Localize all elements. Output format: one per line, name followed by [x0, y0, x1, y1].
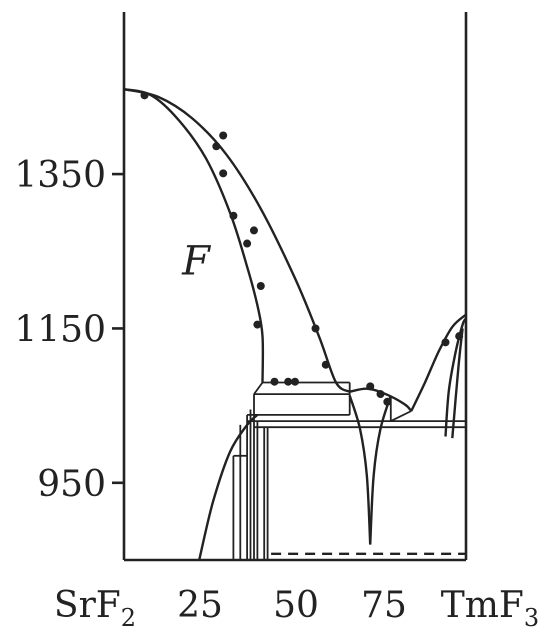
data-point: [455, 332, 464, 341]
series-curve-1: [123, 88, 351, 393]
x-tick-label: 50: [273, 585, 319, 626]
data-point: [253, 320, 262, 329]
data-point: [284, 377, 293, 386]
data-point: [366, 382, 375, 391]
y-tick-label: 1150: [14, 309, 106, 350]
phase-label-f: F: [181, 238, 211, 284]
data-point: [321, 360, 330, 369]
data-point: [311, 324, 320, 333]
series-curve-7: [369, 395, 392, 545]
data-point: [229, 211, 238, 220]
data-point: [212, 142, 221, 151]
series-line-15: [390, 410, 412, 422]
axes: [112, 12, 468, 562]
series-curve-0: [123, 88, 265, 383]
data-point: [256, 282, 265, 290]
data-point: [376, 390, 385, 399]
x-tick-label: 75: [361, 585, 407, 626]
x-tick-label: TmF3: [441, 585, 539, 632]
data-point: [243, 239, 252, 248]
data-point: [219, 131, 228, 140]
series-curve-6: [348, 395, 372, 545]
x-tick-label: SrF2: [54, 585, 136, 632]
data-point: [441, 338, 450, 347]
data-point: [249, 226, 258, 235]
series-curve-8: [198, 414, 259, 561]
data-point: [219, 169, 228, 178]
data-point: [383, 397, 392, 406]
data-point: [270, 377, 279, 386]
data-point: [291, 377, 299, 386]
series-curve-3: [410, 313, 467, 412]
data-point: [140, 91, 149, 100]
data-points: [140, 91, 464, 406]
series-line-11: [253, 381, 264, 395]
y-tick-label: 1350: [14, 155, 106, 196]
chart-series: [123, 88, 468, 561]
y-tick-label: 950: [37, 464, 106, 505]
series-curve-4: [444, 317, 468, 437]
x-tick-label: 25: [177, 585, 223, 626]
